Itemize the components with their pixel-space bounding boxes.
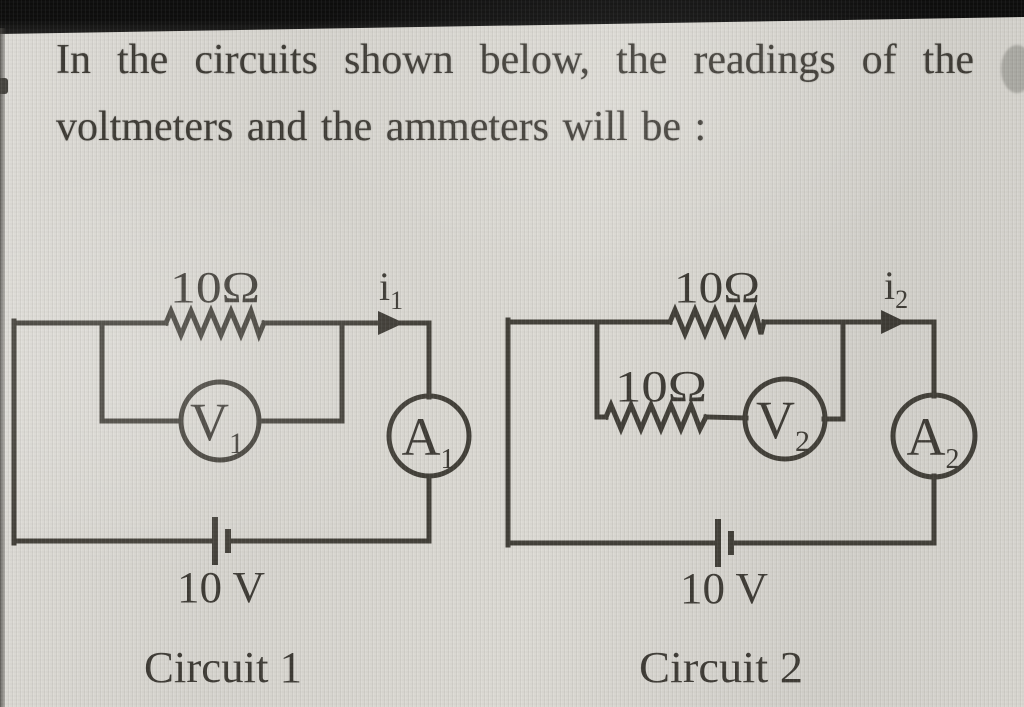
- circuit2-branch-left-wire: [594, 319, 609, 420]
- circuit1-battery-label: 10 V: [177, 563, 265, 612]
- left-dark-edge: [0, 28, 5, 707]
- circuit2-voltmeter-circle: [742, 376, 828, 462]
- circuit1-resistor-label: 10Ω: [170, 263, 260, 312]
- camera-glare-blob: [1001, 45, 1024, 93]
- circuit1-title: Circuit 1: [144, 643, 302, 692]
- circuit2-title: Circuit 2: [639, 643, 803, 692]
- circuit2-ammeter-circle: [890, 392, 978, 480]
- circuit1-voltmeter-circle: [178, 379, 262, 463]
- question-line-2: voltmeters and the ammeters will be :: [56, 104, 707, 150]
- circuit1-current-arrow: [378, 311, 404, 335]
- circuit2-branch-mid-wire: [703, 414, 749, 421]
- circuit2-branch-resistor-label: 10Ω: [615, 362, 707, 411]
- circuit1-voltmeter-label: V1: [190, 392, 244, 460]
- circuit1-current-label: i1: [379, 264, 403, 315]
- circuit1-voltmeter-branch-left: [99, 320, 184, 424]
- circuit2-branch-resistor-zigzag: [602, 398, 710, 436]
- circuit-1: 10Ω i1 V1 A1 10 V Circuit 1: [11, 263, 472, 692]
- circuit2-current-label: i2: [884, 263, 908, 314]
- circuit1-ammeter-label: A1: [402, 407, 455, 475]
- circuit2-battery-label: 10 V: [680, 564, 768, 613]
- circuit1-ammeter-circle: [386, 393, 472, 479]
- circuit2-current-arrow: [881, 310, 906, 334]
- question-line-1: In the circuits shown below, the reading…: [56, 37, 974, 83]
- circuit2-branch-right-wire: [821, 319, 846, 422]
- circuit-2: 10Ω 10Ω i2 V2 A2 10 V Circuit 2: [505, 263, 978, 692]
- circuit1-resistor-zigzag: [162, 303, 268, 343]
- circuit2-resistor-zigzag: [666, 302, 768, 341]
- circuit2-resistor-label: 10Ω: [674, 263, 760, 312]
- circuit1-voltmeter-branch-right: [256, 320, 345, 424]
- cropped-question-number-mark: [0, 78, 8, 94]
- circuit2-voltmeter-label: V2: [756, 390, 810, 458]
- circuit2-ammeter-label: A2: [907, 407, 960, 475]
